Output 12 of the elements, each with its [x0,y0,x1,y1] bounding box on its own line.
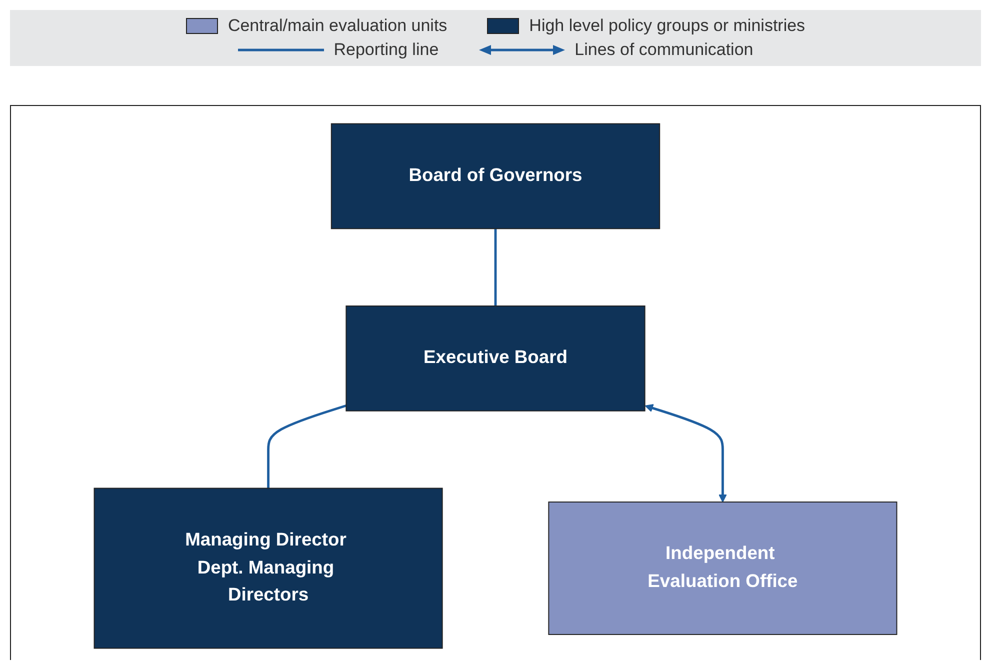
connector [494,228,497,306]
node-box [548,502,898,635]
node-box [94,488,443,649]
org-chart: Board of Governors Executive Board Managing Director Dept. Managing Directors Independent Evaluation Office [11,116,980,656]
connector [267,404,347,488]
node-box [330,123,660,230]
node-box [346,306,646,412]
legend-label: Reporting line [334,40,439,60]
legend-label: High level policy groups or ministries [529,16,806,36]
legend-label: Central/main evaluation units [228,16,448,36]
arrow [644,404,727,502]
legend-label: Lines of communication [574,40,754,60]
